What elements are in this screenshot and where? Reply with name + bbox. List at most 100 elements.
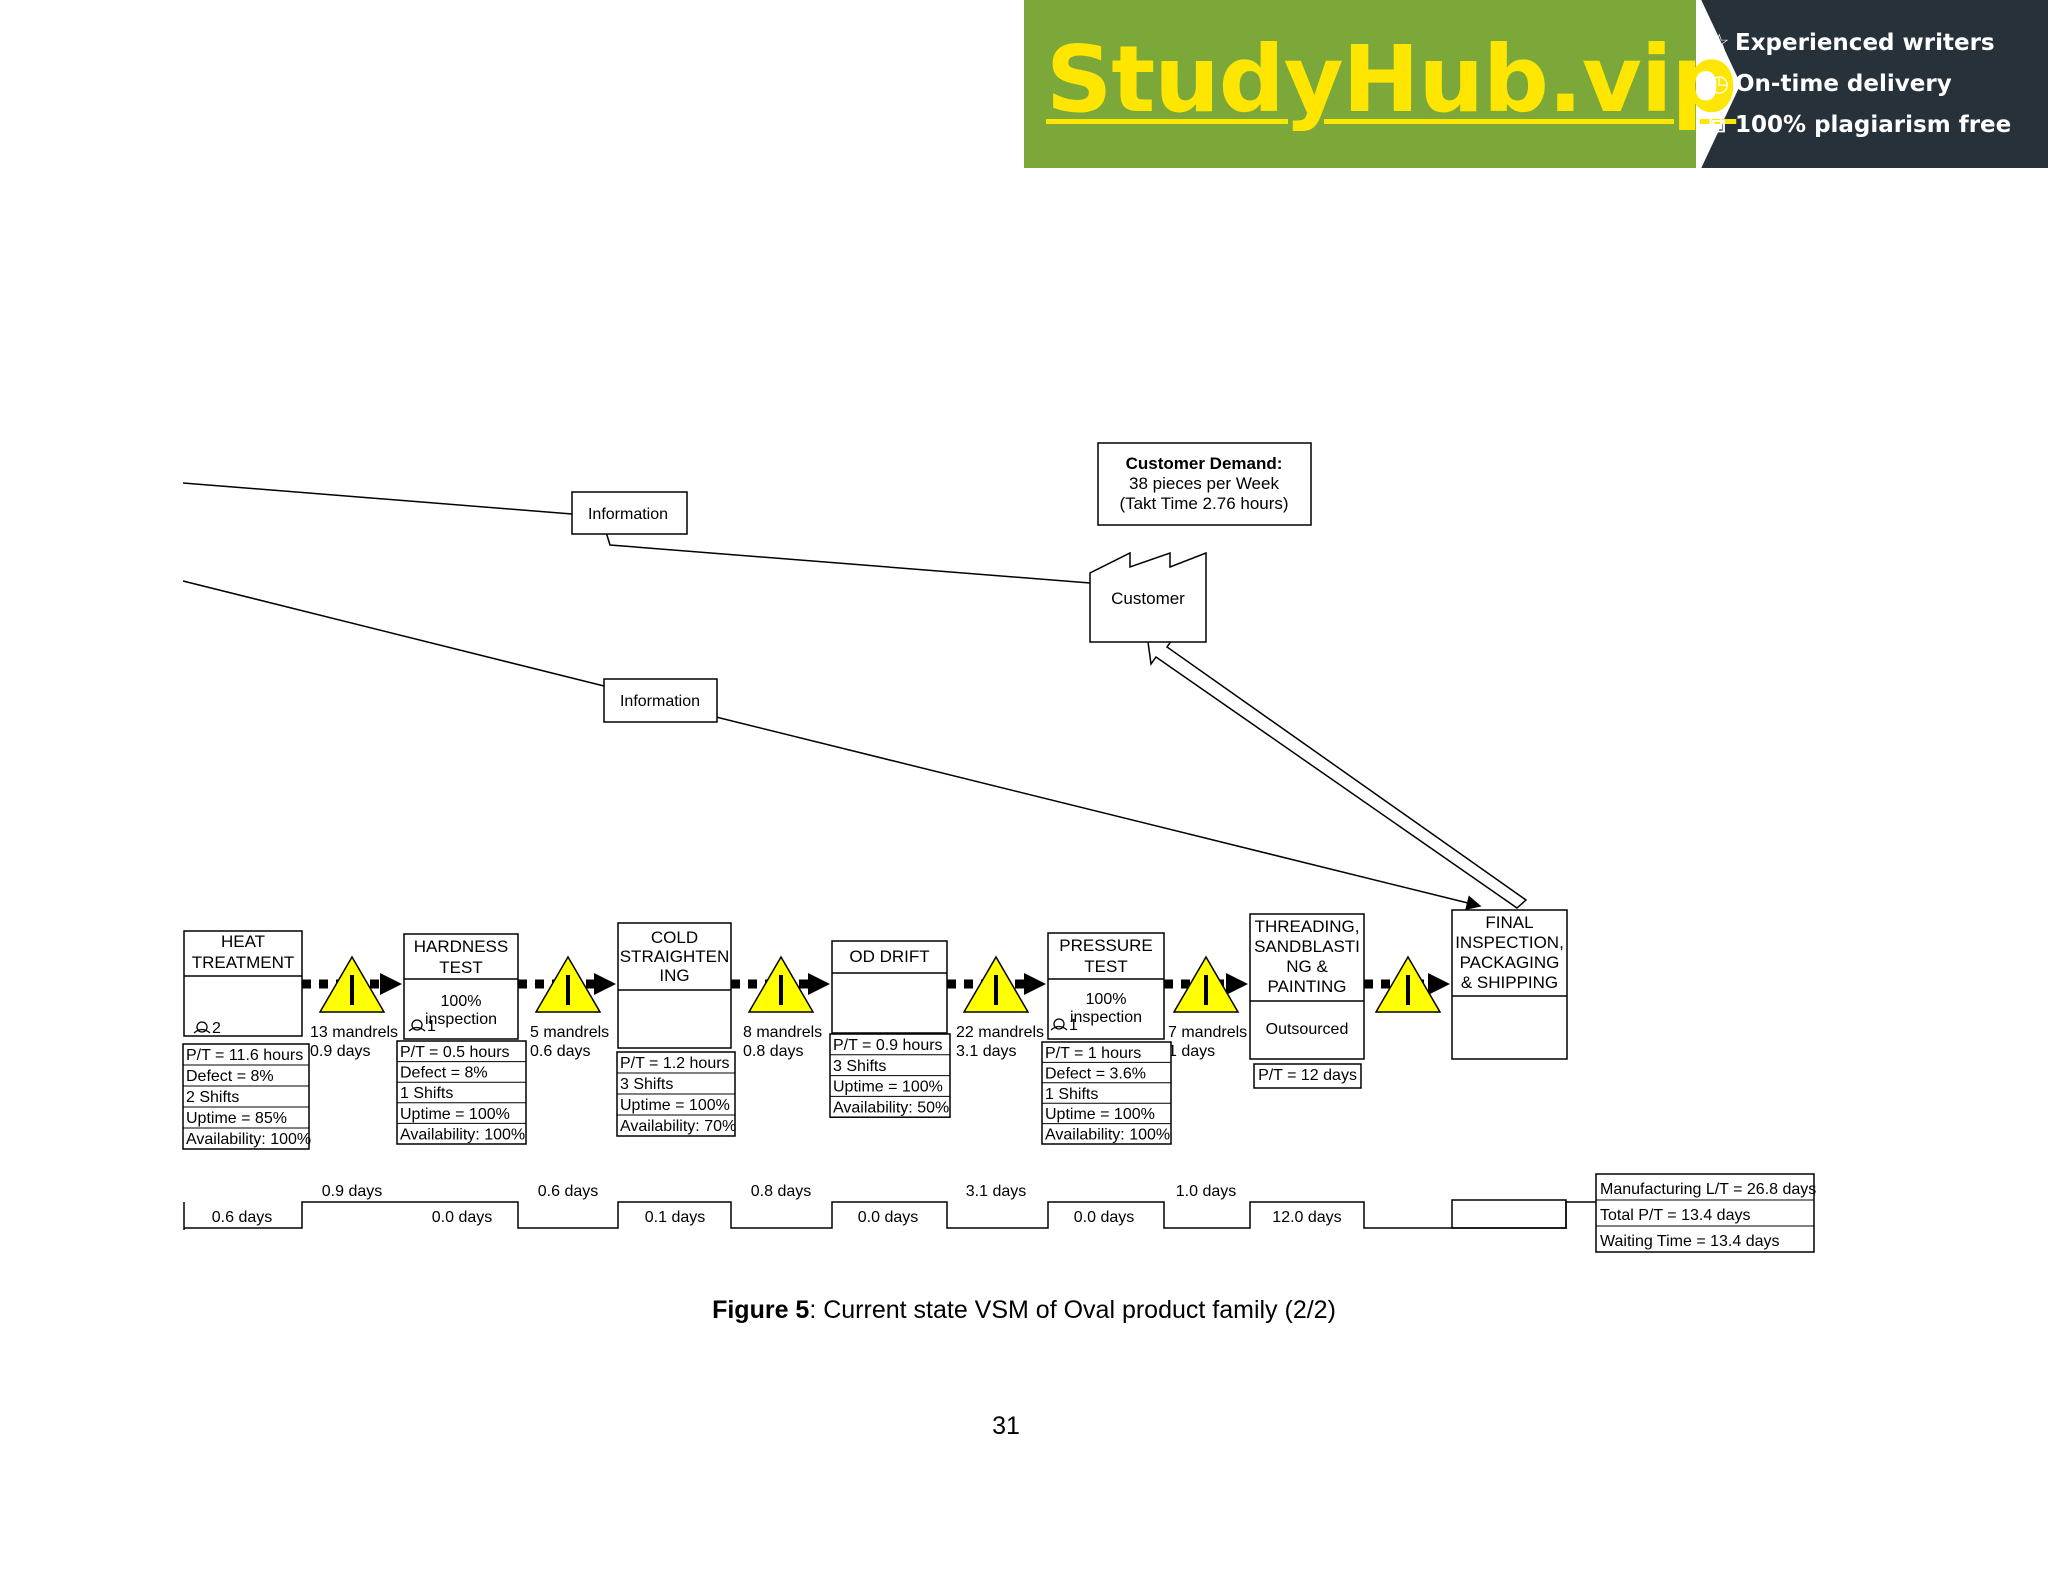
process-time-label: 0.0 days: [1074, 1209, 1134, 1226]
data-box-row: Defect = 3.6%: [1045, 1065, 1146, 1082]
customer-demand-box: Customer Demand: 38 pieces per Week (Tak…: [1097, 442, 1312, 526]
process-time-label: 0.6 days: [212, 1209, 272, 1226]
customer-label: Customer: [1111, 589, 1185, 608]
summary-row: Total P/T = 13.4 days: [1600, 1207, 1750, 1224]
information-box: Information: [571, 491, 688, 535]
data-box-row: 3 Shifts: [620, 1076, 673, 1093]
wait-time-label: 0.6 days: [538, 1183, 598, 1200]
data-box-row: Uptime = 100%: [833, 1079, 943, 1096]
process-name: & SHIPPING: [1461, 973, 1558, 992]
data-box-row: Uptime = 85%: [186, 1110, 287, 1127]
inventory-time: 0.8 days: [743, 1043, 803, 1060]
information-box: Information: [603, 678, 718, 723]
process-name: HARDNESS: [414, 937, 508, 956]
process-note: inspection: [1070, 1009, 1142, 1026]
timeline-ladder: [184, 1199, 1567, 1229]
banner-feature-label: On-time delivery: [1735, 71, 1952, 97]
data-box-row: Defect = 8%: [186, 1068, 274, 1085]
operator-count: 1: [427, 1018, 436, 1035]
data-box-row: P/T = 11.6 hours: [186, 1047, 303, 1064]
information-label: Information: [620, 693, 700, 710]
process-name: STRAIGHTEN: [620, 947, 730, 966]
process-time-label: 0.0 days: [858, 1209, 918, 1226]
process-time-label: 0.1 days: [645, 1209, 705, 1226]
copy-icon: ⧉: [1709, 112, 1726, 138]
data-box-row: Availability: 100%: [400, 1126, 525, 1143]
banner-feature: ⧉100% plagiarism free: [1709, 110, 2011, 151]
banner-green-panel: [1024, 0, 1696, 168]
operator-icon: [1050, 1018, 1068, 1031]
inventory-quantity: 8 mandrels: [743, 1024, 822, 1041]
process-name: TEST: [439, 958, 482, 977]
customer-factory-icon: Customer: [1089, 551, 1207, 643]
inventory-time: 3.1 days: [956, 1043, 1016, 1060]
process-name: HEAT: [221, 932, 265, 951]
wait-time-label: 0.9 days: [322, 1183, 382, 1200]
banner-dark-panel: [1701, 0, 2048, 168]
process-name: OD DRIFT: [849, 947, 929, 966]
data-box-row: P/T = 12 days: [1258, 1067, 1357, 1084]
data-box-row: P/T = 0.9 hours: [833, 1037, 943, 1054]
inventory-time: 0.9 days: [310, 1043, 370, 1060]
process-name: THREADING,: [1255, 917, 1360, 936]
process-note: 100%: [441, 993, 482, 1010]
inventory-time: 0.6 days: [530, 1043, 590, 1060]
inventory-time: 1 days: [1168, 1043, 1215, 1060]
data-box-row: 1 Shifts: [1045, 1086, 1098, 1103]
shipment-arrow: [1147, 639, 1528, 909]
data-box: P/T = 12 days: [1253, 1063, 1362, 1089]
process-name: TREATMENT: [192, 953, 295, 972]
inventory-triangle: 13 mandrels 0.9 days: [310, 955, 398, 1060]
data-box-row: Defect = 8%: [400, 1065, 488, 1082]
process-name: INSPECTION,: [1455, 933, 1564, 952]
data-box-row: Availability: 100%: [186, 1131, 311, 1148]
page-number: 31: [992, 1412, 1020, 1440]
process-note: 100%: [1086, 991, 1127, 1008]
inventory-quantity: 22 mandrels: [956, 1024, 1044, 1041]
process-name: ING: [659, 966, 689, 985]
banner-feature-label: Experienced writers: [1735, 30, 1995, 56]
operator-icon: [408, 1019, 426, 1032]
process-name: PRESSURE: [1059, 936, 1153, 955]
wait-time-label: 1.0 days: [1176, 1183, 1236, 1200]
process-note: Outsourced: [1266, 1021, 1349, 1038]
inventory-quantity: 13 mandrels: [310, 1024, 398, 1041]
data-box-row: 2 Shifts: [186, 1089, 239, 1106]
figure-caption: Figure 5: Current state VSM of Oval prod…: [0, 1296, 2048, 1325]
data-box-row: Uptime = 100%: [1045, 1106, 1155, 1123]
figure-label: Figure 5: [712, 1296, 810, 1324]
process-name: SANDBLASTI: [1254, 937, 1360, 956]
operator-count: 2: [212, 1020, 221, 1037]
data-box-row: Availability: 50%: [833, 1099, 949, 1116]
brand-logo-text[interactable]: StudyHub.vip: [1046, 26, 1737, 133]
studyhub-banner[interactable]: StudyHub.vip ☆Experienced writers◷On-tim…: [1024, 0, 2048, 168]
customer-demand-rate: 38 pieces per Week: [1129, 474, 1279, 493]
process-note: inspection: [425, 1011, 497, 1028]
clock-icon: ◷: [1709, 71, 1730, 97]
inventory-triangle: [1374, 955, 1442, 1013]
star-icon: ☆: [1709, 30, 1730, 56]
inventory-quantity: 5 mandrels: [530, 1024, 609, 1041]
process-name: PAINTING: [1267, 977, 1346, 996]
banner-feature: ☆Experienced writers: [1709, 28, 2011, 69]
figure-caption-text: : Current state VSM of Oval product fami…: [809, 1296, 1336, 1324]
inventory-triangle: 8 mandrels 0.8 days: [743, 955, 822, 1060]
data-box-row: P/T = 0.5 hours: [400, 1044, 510, 1061]
inventory-triangle: 5 mandrels 0.6 days: [530, 955, 609, 1060]
process-name: FINAL: [1485, 913, 1533, 932]
process-name: NG &: [1286, 957, 1328, 976]
summary-row: Manufacturing L/T = 26.8 days: [1600, 1181, 1816, 1198]
customer-demand-takt: (Takt Time 2.76 hours): [1119, 494, 1288, 513]
